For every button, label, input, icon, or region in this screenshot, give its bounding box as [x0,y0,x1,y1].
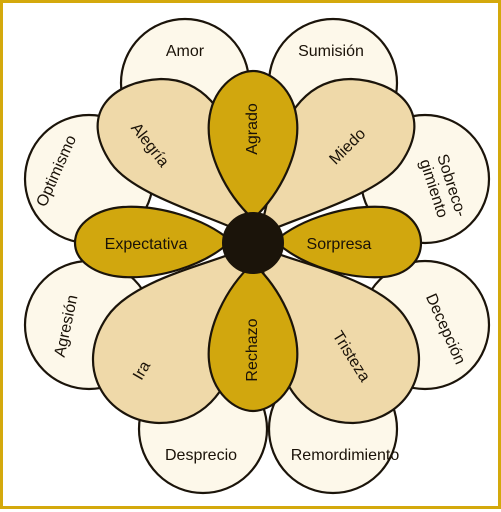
label-expectativa: Expectativa [105,236,188,253]
core-petal-rechazo [207,261,299,413]
core-petal-agrado [207,69,299,221]
label-remordimiento: Remordimiento [291,447,400,464]
label-desprecio: Desprecio [165,447,237,464]
core-petal-expectativa [73,205,233,279]
center-disc [222,212,284,274]
emotion-flower: Amor Sumisión Sobreco- gimiento Decepció… [23,17,491,495]
label-rechazo: Rechazo [244,318,261,381]
label-sorpresa: Sorpresa [307,236,372,253]
label-sumision: Sumisión [298,43,364,60]
core-ring [73,69,423,413]
label-agrado: Agrado [244,103,261,155]
core-petal-sorpresa [273,205,423,279]
label-amor: Amor [166,43,205,60]
